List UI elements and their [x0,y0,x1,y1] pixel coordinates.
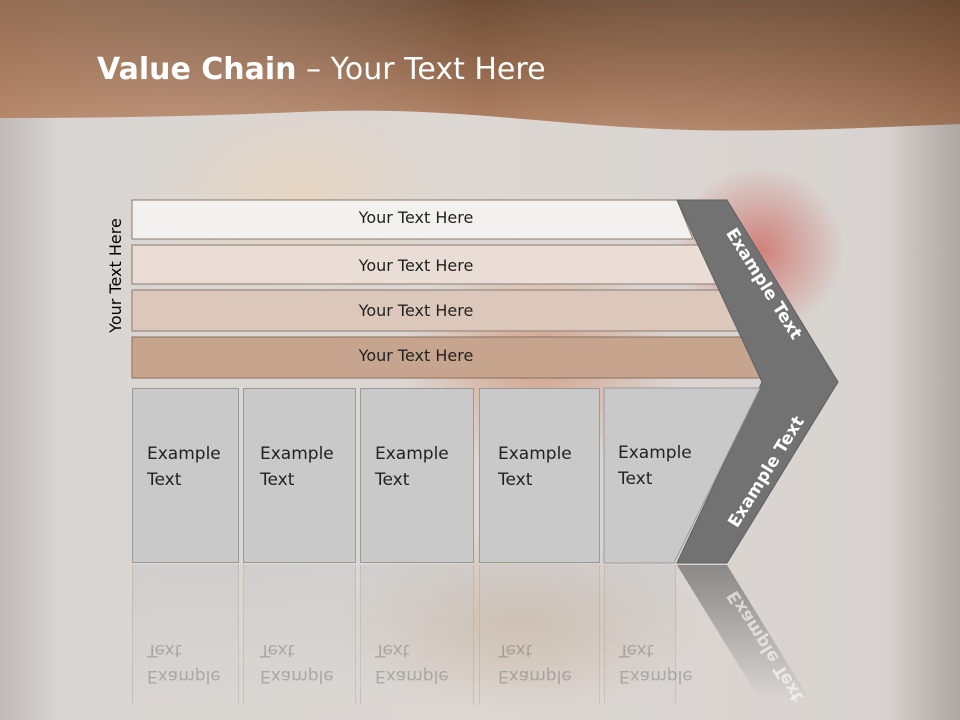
strip-3-text: Your Text Here [358,301,474,320]
background-left-shade [0,0,60,720]
box-3-text: Example Text [375,441,449,493]
box-2: Example Text [243,388,356,563]
box-2-line1: Example [260,444,334,464]
strip-2-text: Your Text Here [358,256,474,275]
box-5-text: Example Text [618,440,692,492]
box-2-text: Example Text [260,441,334,493]
box-3-line2: Text [375,470,410,490]
box-1-line2: Text [147,470,182,490]
slide-title: Value Chain – Your Text Here [97,52,546,87]
strip-4-text: Your Text Here [358,346,474,365]
title-rest-part: – Your Text Here [296,52,546,87]
strip-1-text: Your Text Here [358,208,474,227]
box-4: Example Text [479,388,600,563]
box-2-reflection-line2: Text [260,640,295,660]
box-1-line1: Example [147,444,221,464]
box-2-reflection-line1: Example [260,666,334,686]
chevron-shape [676,199,839,564]
box-5-reflection-text: Example Text [619,637,693,689]
box-5-reflection-line1: Example [619,666,693,686]
box-4-reflection-line2: Text [498,640,533,660]
box-2-reflection: Example Text [243,565,356,705]
box-2-reflection-text: Example Text [260,637,334,689]
box-1: Example Text [132,388,239,563]
box-4-reflection-text: Example Text [498,637,572,689]
box-4-text: Example Text [498,441,572,493]
box-1-reflection-text: Example Text [147,637,221,689]
box-5-line1: Example [618,443,692,463]
box-3: Example Text [360,388,474,563]
box-3-line1: Example [375,444,449,464]
header-banner [0,0,960,131]
box-1-reflection-line2: Text [147,640,182,660]
box-5-line2: Text [618,469,653,489]
box-5-reflection: Example Text [604,565,693,705]
box-3-reflection-line1: Example [375,666,449,686]
box-3-reflection-text: Example Text [375,637,449,689]
chevron-reflection-shape [677,565,810,700]
box-1-reflection: Example Text [132,565,239,705]
box-4-line1: Example [498,444,572,464]
box-3-reflection-line2: Text [375,640,410,660]
box-3-reflection: Example Text [360,565,474,705]
box-1-reflection-line1: Example [147,666,221,686]
box-5-shape [603,387,761,564]
box-5-reflection-line2: Text [619,640,654,660]
box-4-line2: Text [498,470,533,490]
title-bold-part: Value Chain [97,52,297,87]
box-4-reflection: Example Text [479,565,600,705]
box-2-line2: Text [260,470,295,490]
strip-1-shape [131,199,694,240]
box-1-text: Example Text [147,441,221,493]
box-4-reflection-line1: Example [498,666,572,686]
